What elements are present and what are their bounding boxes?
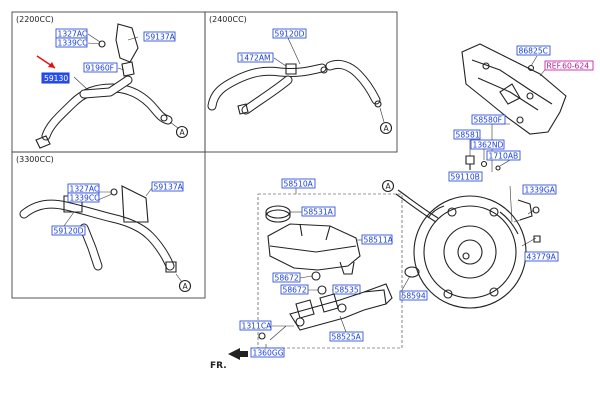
section-title-2200: (2200CC): [16, 15, 54, 24]
front-direction-arrow: [228, 348, 248, 360]
label-1327AC-3300[interactable]: 1327AC: [70, 185, 100, 194]
hose-3300-assembly: [19, 185, 177, 273]
label-58535[interactable]: 58535: [335, 286, 359, 295]
label-1311CA[interactable]: 1311CA: [242, 322, 273, 331]
label-58672-a[interactable]: 58672: [275, 274, 299, 283]
label-58580F[interactable]: 58580F: [474, 116, 503, 125]
front-direction-label: FR.: [210, 361, 227, 371]
label-1362ND[interactable]: 1362ND: [473, 141, 504, 150]
master-cylinder-frame: [257, 193, 403, 349]
label-1327AC[interactable]: 1327AC: [58, 30, 88, 39]
bracket-3300: [121, 185, 149, 223]
brake-booster: [413, 195, 533, 309]
svg-text:A: A: [180, 128, 186, 137]
label-59110B[interactable]: 59110B: [451, 173, 480, 182]
label-91960F[interactable]: 91960F: [86, 64, 115, 73]
label-58525A[interactable]: 58525A: [332, 333, 362, 342]
marker-a-booster: [381, 179, 395, 193]
label-58531A[interactable]: 58531A: [304, 208, 334, 217]
mounting-bracket: [461, 43, 567, 135]
frame-2400cc: [204, 11, 398, 153]
label-58594[interactable]: 58594: [402, 292, 426, 301]
marker-a-2400: [379, 121, 393, 135]
grommet-1: [311, 271, 321, 281]
label-59130-selected[interactable]: 59130: [44, 74, 68, 83]
master-cylinder: [289, 283, 393, 331]
frame-3300cc: [11, 151, 206, 299]
label-ref-60-624[interactable]: REF.60-624: [547, 62, 590, 71]
hose-2400-assembly: [207, 59, 382, 115]
pin-part: [465, 155, 475, 170]
label-58672-b[interactable]: 58672: [283, 286, 307, 295]
marker-a-3300: [178, 279, 192, 293]
label-59120D[interactable]: 59120D: [275, 30, 305, 39]
label-86825C[interactable]: 86825C: [519, 47, 548, 56]
label-1360GG[interactable]: 1360GG: [253, 349, 284, 358]
bracket-2200: [115, 23, 139, 63]
hose-2200-assembly: [35, 23, 173, 149]
label-59137A-3300[interactable]: 59137A: [154, 183, 184, 192]
label-59120D-3300[interactable]: 59120D: [54, 227, 84, 236]
label-1339GA[interactable]: 1339GA: [525, 186, 556, 195]
label-1339CC-3300[interactable]: 1339CC: [70, 194, 100, 203]
vacuum-line: [395, 193, 437, 223]
svg-text:A: A: [183, 282, 189, 291]
label-58581[interactable]: 58581: [456, 131, 480, 140]
section-title-3300: (3300CC): [16, 155, 54, 164]
grommet-2: [317, 285, 327, 295]
label-58510A[interactable]: 58510A: [284, 180, 314, 189]
o-ring-58594: [404, 266, 420, 278]
label-58511A[interactable]: 58511A: [364, 236, 394, 245]
label-1710AB[interactable]: 1710AB: [489, 152, 519, 161]
label-59137A[interactable]: 59137A: [146, 33, 176, 42]
label-1472AM[interactable]: 1472AM: [240, 54, 271, 63]
svg-text:A: A: [386, 182, 392, 191]
marker-a-2200: [175, 125, 189, 139]
svg-text:A: A: [384, 124, 390, 133]
section-title-2400: (2400CC): [209, 15, 247, 24]
fluid-reservoir: [267, 223, 361, 275]
label-43779A[interactable]: 43779A: [527, 253, 557, 262]
label-1339CC[interactable]: 1339CC: [58, 39, 88, 48]
